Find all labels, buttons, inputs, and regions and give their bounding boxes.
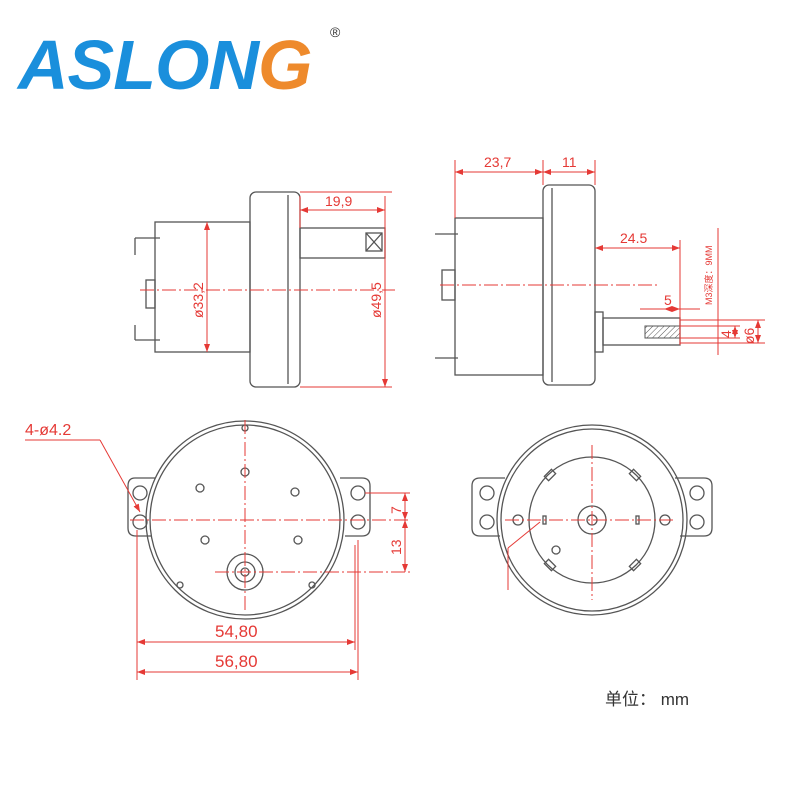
dim-hole-offset-13: 13: [388, 539, 404, 555]
dim-shaft-diameter: ø6: [741, 327, 757, 344]
dim-hole-offset-7: 7: [388, 506, 404, 514]
hole-callout: 4-ø4.2: [25, 422, 71, 439]
dim-total-width: 56,80: [215, 652, 258, 671]
dim-motor-diameter: ø33,2: [190, 282, 206, 318]
logo-text: ASLON: [18, 26, 259, 104]
units-label: 单位： mm: [605, 690, 690, 709]
dim-flat-length: 5: [664, 292, 672, 308]
dim-body-width: 54,80: [215, 622, 258, 641]
dim-shaft-length-left: 19,9: [325, 193, 352, 209]
rear-view-right: [471, 424, 713, 616]
registered-mark: ®: [330, 24, 341, 40]
thread-depth-note: M3深度：9MM: [703, 245, 714, 305]
dim-flat-width: 4: [718, 330, 734, 338]
side-view-right: 23,7 11 24.5 M3深度：9MM 5 4 ø6: [435, 154, 765, 386]
side-view-left: 19,9 ø33,2 ø49,5: [134, 191, 395, 388]
dim-gearbox-thickness: 11: [562, 154, 577, 170]
brand-logo: ASLONG: [18, 30, 312, 100]
dim-shaft-length-right: 24.5: [620, 230, 647, 246]
logo-accent-letter: G: [258, 26, 312, 104]
dim-gearbox-diameter: ø49,5: [368, 282, 384, 318]
dim-motor-length: 23,7: [484, 154, 511, 170]
front-view-left: 4-ø4.2 7 13 54,80 56,80: [25, 420, 410, 680]
